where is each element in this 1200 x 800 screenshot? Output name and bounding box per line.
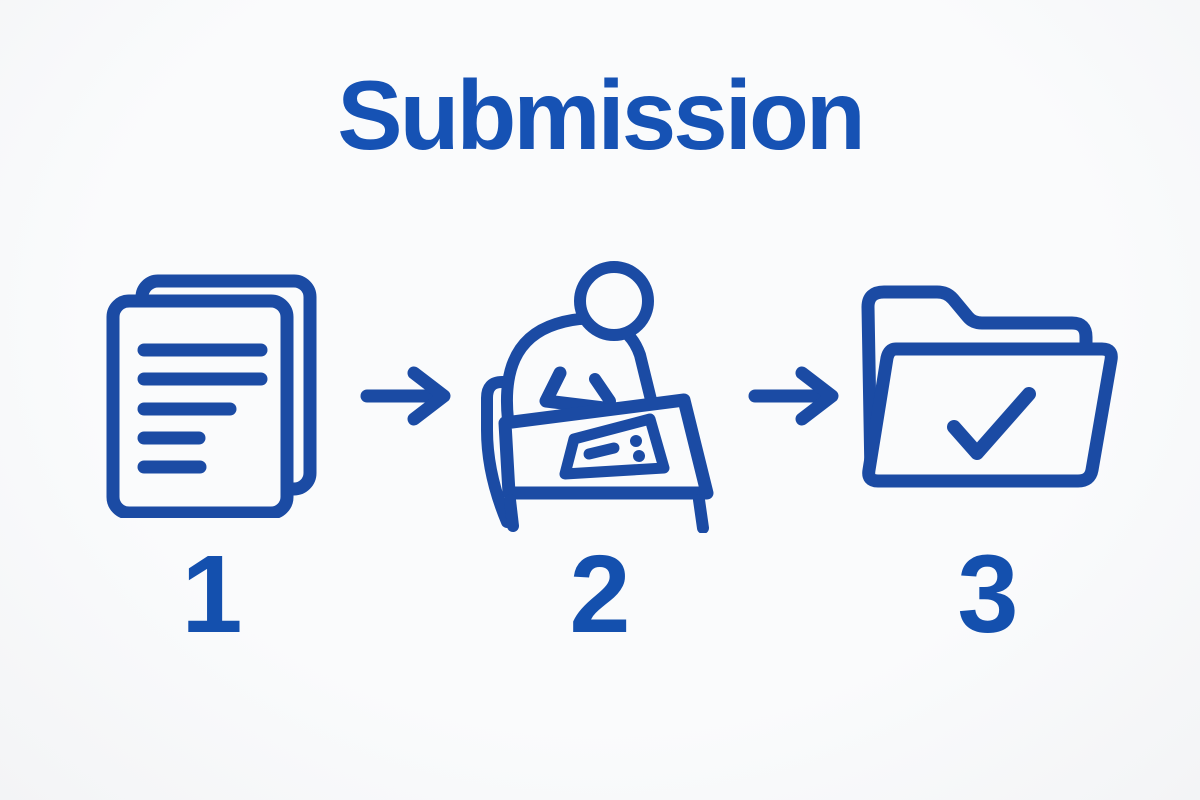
step-3-number: 3 xyxy=(957,532,1019,656)
folder-check-icon xyxy=(857,259,1120,534)
arrow-right-icon xyxy=(736,259,852,534)
step-2-number: 2 xyxy=(569,532,631,656)
step-3: 3 xyxy=(852,259,1124,650)
person-writing-icon xyxy=(475,259,725,534)
page-title: Submission xyxy=(337,60,865,170)
step-1: 1 xyxy=(76,259,348,650)
arrow-right-icon xyxy=(348,259,464,534)
step-2: 2 xyxy=(464,259,736,650)
documents-icon xyxy=(106,259,318,534)
step-1-number: 1 xyxy=(181,532,243,656)
process-flow: 1 xyxy=(0,259,1200,650)
